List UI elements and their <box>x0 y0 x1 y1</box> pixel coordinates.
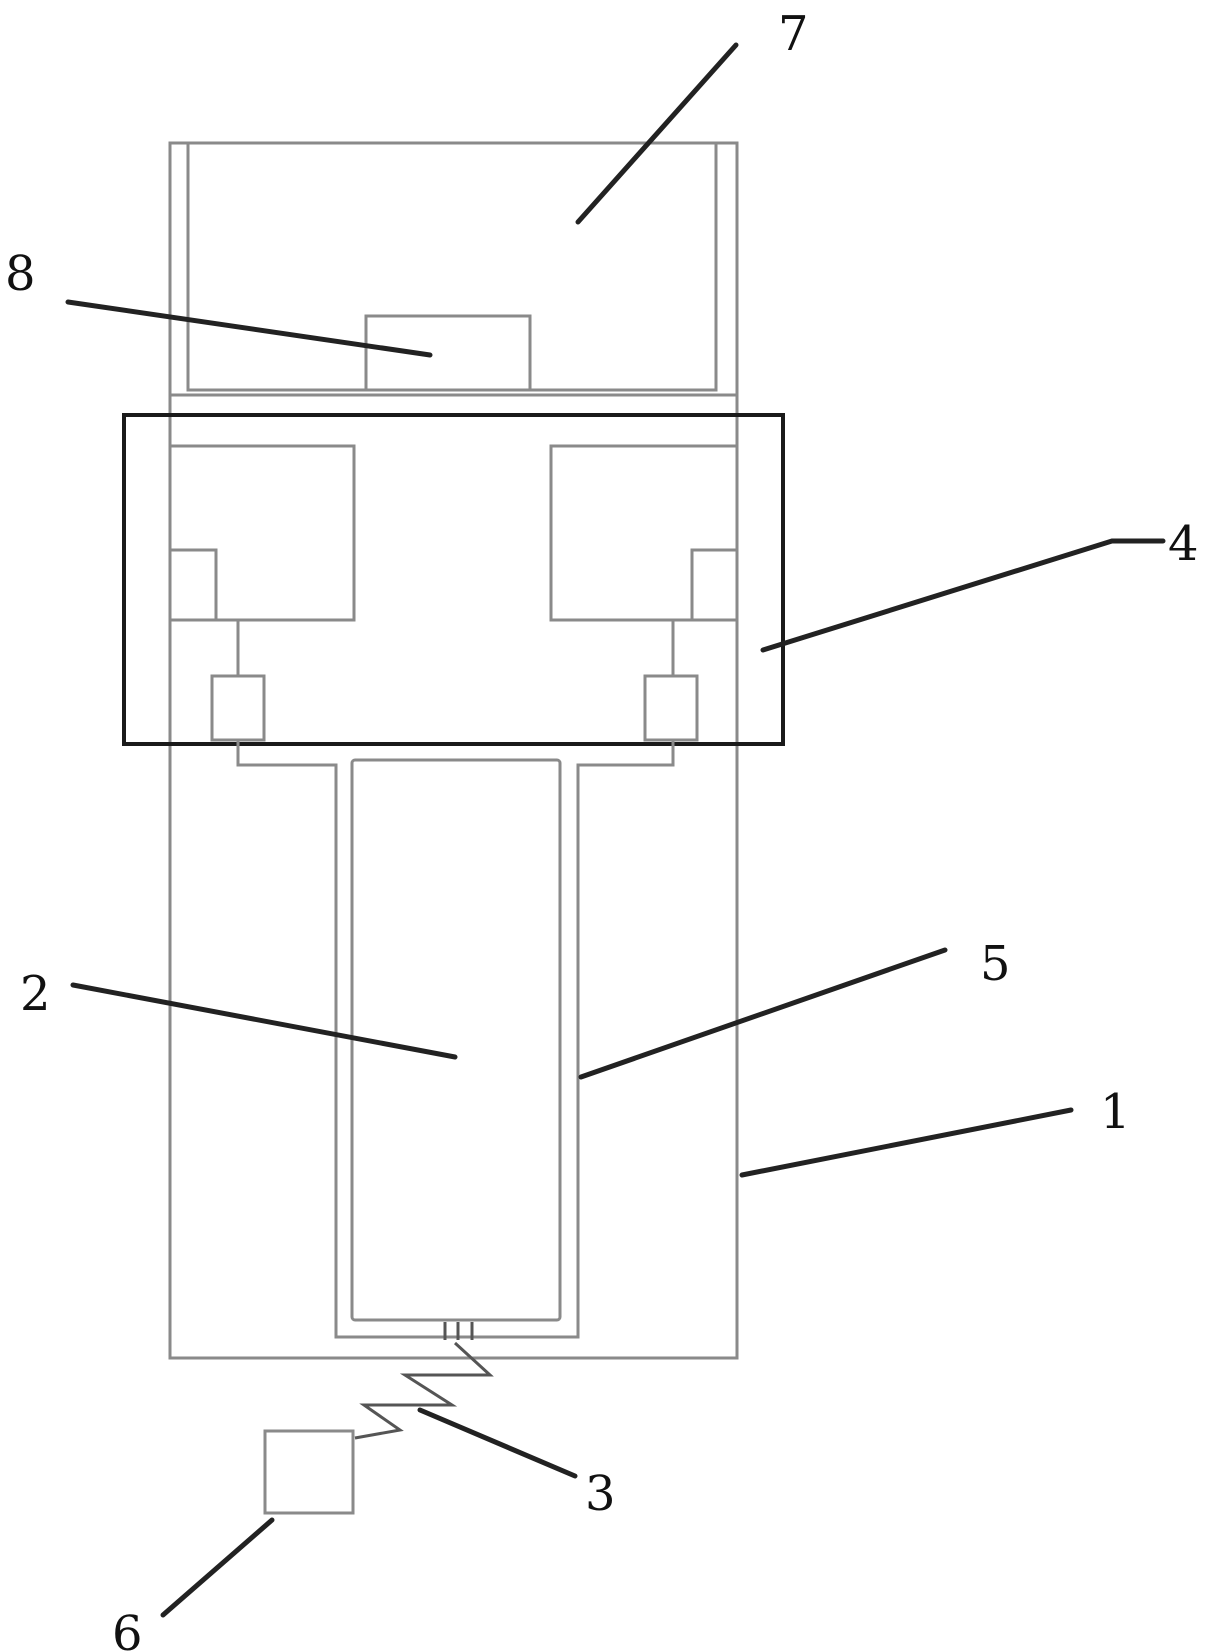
module-8-box <box>364 314 532 392</box>
leader-1 <box>739 1107 1074 1178</box>
leader-3 <box>417 1407 578 1479</box>
label-5: 5 <box>980 936 1011 992</box>
assembly-frame-4 <box>122 413 785 746</box>
top-compartment-outer <box>168 141 739 397</box>
leader-4 <box>760 538 1166 653</box>
label-2: 2 <box>20 966 51 1022</box>
label-3: 3 <box>585 1466 616 1522</box>
leader-2 <box>70 982 458 1060</box>
wireless-link-zigzag <box>354 1341 494 1440</box>
leader-5 <box>578 947 948 1080</box>
label-8: 8 <box>5 246 36 302</box>
top-compartment-inner <box>186 143 718 392</box>
remote-unit-6 <box>263 1429 355 1515</box>
conduit-5 <box>236 740 675 1339</box>
label-1: 1 <box>1100 1084 1131 1140</box>
right-unit-bottom-box <box>643 674 699 742</box>
main-body-outline <box>168 393 739 1360</box>
right-unit-small-box <box>690 548 739 622</box>
label-4: 4 <box>1168 516 1199 572</box>
left-unit-large-box <box>168 444 356 622</box>
container-2 <box>350 758 562 1322</box>
left-unit-small-box <box>168 548 218 622</box>
label-6: 6 <box>112 1606 143 1651</box>
leader-8 <box>65 299 433 358</box>
leader-6 <box>160 1517 275 1618</box>
right-unit-large-box <box>549 444 739 622</box>
left-unit-bottom-box <box>210 674 266 742</box>
leader-7 <box>575 42 739 225</box>
label-7: 7 <box>778 6 809 62</box>
